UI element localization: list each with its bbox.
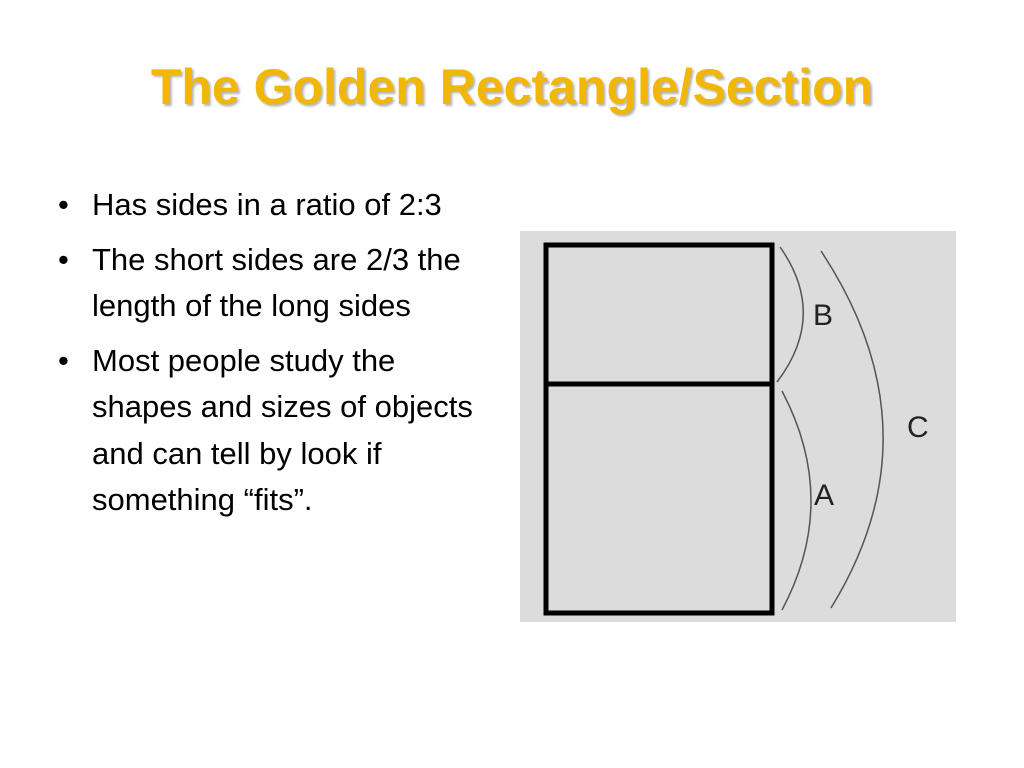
arc-b <box>776 246 804 383</box>
bullet-item: Has sides in a ratio of 2:3 <box>54 182 474 229</box>
outer-rectangle <box>543 242 775 616</box>
label-b: B <box>813 299 833 332</box>
bullet-list: Has sides in a ratio of 2:3 The short si… <box>54 182 474 532</box>
golden-rectangle-svg: B C A <box>543 242 929 616</box>
arc-a <box>781 390 812 611</box>
label-a: A <box>814 479 834 512</box>
golden-rectangle-figure: B C A <box>520 231 956 622</box>
label-c: C <box>907 411 929 444</box>
bullet-item: The short sides are 2/3 the length of th… <box>54 237 474 330</box>
bullet-item: Most people study the shapes and sizes o… <box>54 338 474 524</box>
slide-title: The Golden Rectangle/Section <box>150 59 874 115</box>
arc-c <box>820 250 884 609</box>
